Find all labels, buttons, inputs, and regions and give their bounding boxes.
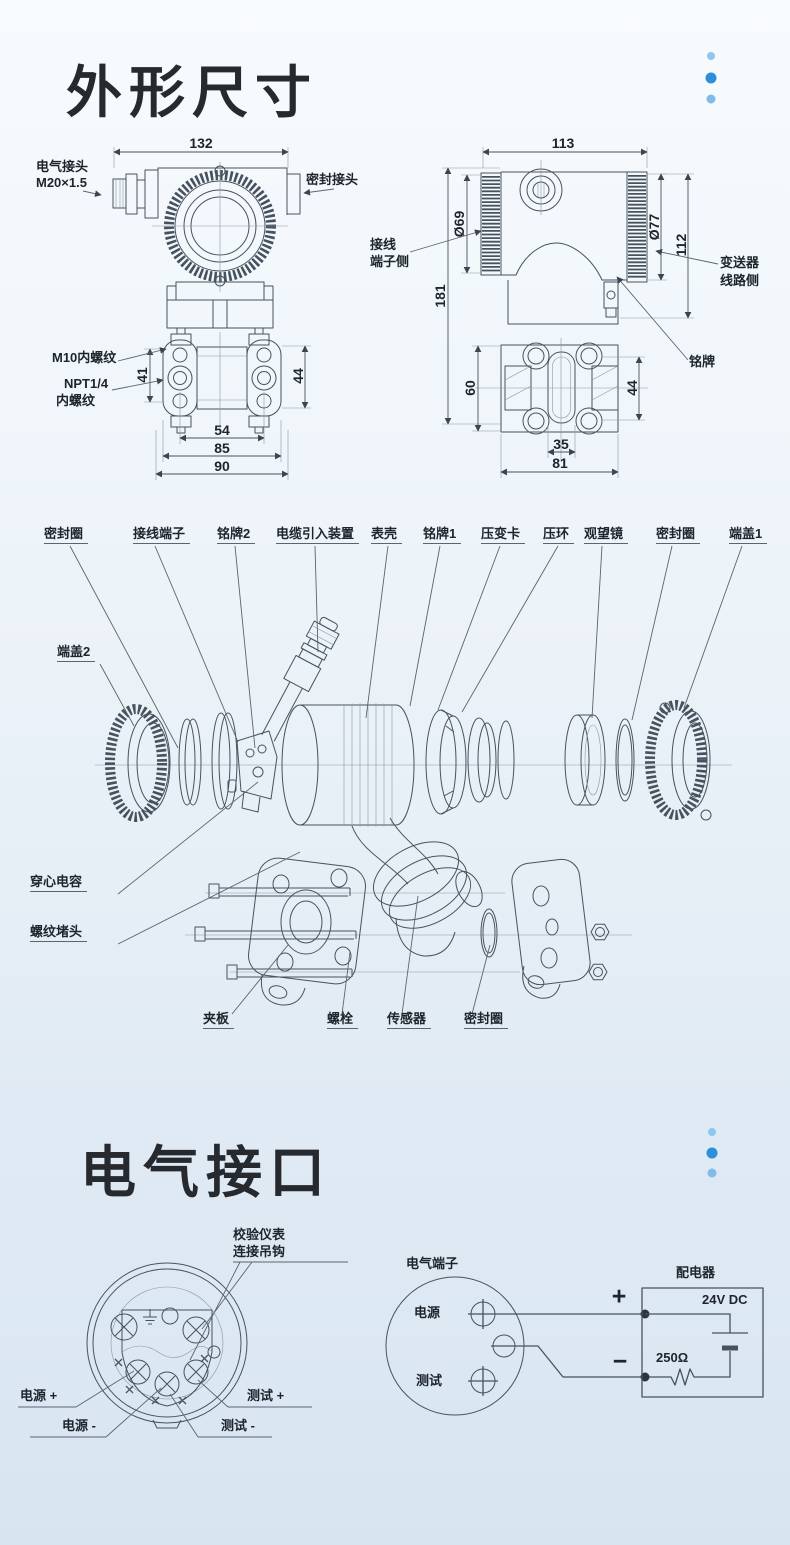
exploded-leader-lines	[69, 545, 743, 1015]
circuit-side-label-line2: 线路侧	[720, 273, 760, 288]
cable-entry-label-line2: M20×1.5	[36, 175, 87, 190]
part-label-end-cap2: 端盖2	[57, 644, 96, 662]
power-minus-label: 电源 -	[62, 1418, 96, 1433]
terminal-circle-diagram	[18, 1261, 348, 1438]
terminal-side-label-line1: 接线	[370, 237, 397, 252]
test-plus-label: 测试 +	[247, 1388, 285, 1403]
part-label-seal-ring-right: 密封圈	[656, 526, 701, 544]
side-dia-69: Ø69	[451, 210, 467, 238]
part-label-nameplate1: 铭牌1	[423, 526, 462, 544]
npt-thread-label-line1: NPT1/4	[64, 376, 109, 391]
exploded-view-drawing	[69, 545, 743, 1015]
front-view-drawing	[82, 147, 335, 480]
part-label-nameplate2: 铭牌2	[217, 526, 256, 544]
npt-thread-label-line2: 内螺纹	[56, 393, 96, 408]
side-dim-81: 81	[552, 455, 568, 471]
power-terminal-label: 电源	[414, 1305, 441, 1320]
side-dim-181: 181	[432, 284, 448, 308]
voltage-label: 24V DC	[702, 1292, 748, 1307]
test-terminal-label: 测试	[416, 1373, 443, 1388]
side-view-drawing	[409, 147, 719, 478]
side-dim-60: 60	[462, 380, 478, 396]
part-label-seal-ring-bottom: 密封圈	[464, 1011, 509, 1029]
part-label-terminal-block: 接线端子	[133, 526, 191, 544]
distributor-label: 配电器	[676, 1265, 716, 1280]
part-label-end-cap1: 端盖1	[729, 526, 768, 544]
nameplate-label: 铭牌	[689, 354, 716, 369]
section-title-electrical: 电气接口	[80, 1141, 332, 1204]
front-dim-width: 132	[189, 135, 213, 151]
front-dim-90: 90	[214, 458, 230, 474]
part-label-sight-glass: 观望镜	[584, 526, 629, 544]
part-label-clamp-card: 压变卡	[481, 526, 526, 544]
part-label-case: 表壳	[371, 526, 403, 544]
section-title-outline: 外形尺寸	[66, 61, 318, 124]
side-dim-width: 113	[551, 135, 575, 151]
side-dim-44: 44	[624, 380, 640, 396]
part-label-clamp-plate: 夹板	[203, 1011, 235, 1029]
section-accent-dots-bottom	[706, 1128, 718, 1178]
electrical-terminals-label: 电气端子	[406, 1256, 459, 1271]
seal-joint-label: 密封接头	[306, 172, 359, 187]
part-label-press-ring: 压环	[543, 526, 575, 544]
part-label-cable-entry-device: 电缆引入装置	[276, 526, 360, 544]
side-dim-112: 112	[673, 233, 689, 257]
front-dim-44: 44	[290, 368, 306, 384]
front-dim-41: 41	[134, 367, 150, 383]
front-dim-54: 54	[214, 422, 230, 438]
cable-entry-label-line1: 电气接头	[36, 159, 89, 174]
terminal-side-label-line2: 端子侧	[370, 254, 410, 269]
wiring-diagram	[385, 1276, 764, 1416]
side-dim-35: 35	[553, 436, 569, 452]
circuit-side-label-line1: 变送器	[720, 255, 760, 270]
side-dia-77: Ø77	[646, 213, 662, 241]
part-label-threaded-plug: 螺纹堵头	[30, 924, 88, 942]
hook-label-line1: 校验仪表	[233, 1227, 286, 1242]
minus-sign: −	[612, 1347, 628, 1376]
m10-thread-label: M10内螺纹	[52, 350, 117, 365]
resistance-label: 250Ω	[656, 1350, 689, 1365]
test-minus-label: 测试 -	[221, 1418, 255, 1433]
part-label-seal-ring-left: 密封圈	[44, 526, 89, 544]
part-label-bolt: 螺栓	[327, 1011, 359, 1029]
power-plus-label: 电源 +	[20, 1388, 58, 1403]
front-dim-85: 85	[214, 440, 230, 456]
part-label-sensor: 传感器	[387, 1011, 432, 1029]
plus-sign: +	[611, 1282, 627, 1311]
hook-label-line2: 连接吊钩	[233, 1244, 286, 1259]
section-accent-dots-top	[705, 52, 717, 104]
part-label-feedthrough-capacitor: 穿心电容	[30, 874, 88, 892]
